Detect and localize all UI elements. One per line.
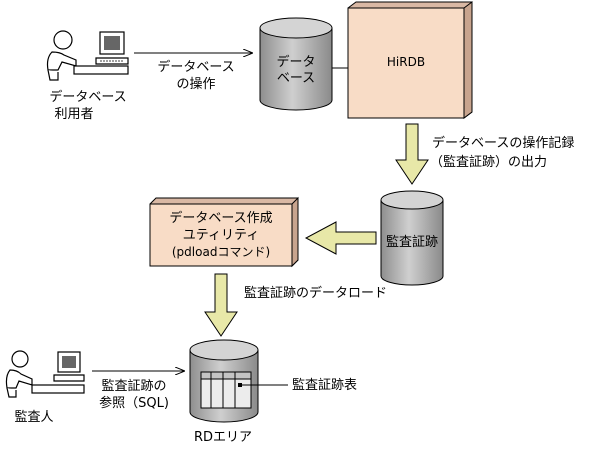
- database-user-label-1: データベース: [49, 89, 126, 105]
- audit-output-label-2: （監査証跡）の出力: [430, 154, 547, 170]
- utility-label-2: ユティリティ: [183, 228, 259, 243]
- audit-ref-label-1: 監査証跡の: [101, 378, 166, 394]
- db-operation-label-2: の操作: [176, 76, 215, 92]
- audit-trail-label: 監査証跡: [386, 234, 438, 250]
- utility-label-3: (pdloadコマンド): [172, 245, 270, 259]
- audit-table-label: 監査証跡表: [292, 377, 357, 393]
- auditor-icon: [5, 350, 85, 398]
- database-label-2: ベース: [277, 71, 315, 86]
- database-cylinder: [259, 17, 333, 111]
- database-label-1: データ: [276, 54, 315, 70]
- audit-table-pointer-dot: [238, 383, 242, 387]
- auditor-label: 監査人: [14, 409, 53, 425]
- audit-trail-table: [200, 371, 252, 409]
- audit-output-arrow: [395, 123, 429, 185]
- audit-ref-label-2: 参照（SQL): [99, 395, 169, 411]
- database-user-label-2: 利用者: [54, 107, 93, 122]
- database-user-icon: [46, 30, 129, 81]
- utility-label-1: データベース作成: [169, 210, 272, 226]
- audit-to-utility-arrow: [304, 221, 377, 255]
- audit-output-label-1: データベースの操作記録: [432, 135, 574, 151]
- db-operation-label-1: データベース: [157, 59, 234, 75]
- audit-load-arrow: [204, 273, 238, 337]
- audit-trail-cylinder: [380, 190, 444, 286]
- hirdb-label: HiRDB: [387, 55, 425, 69]
- audit-load-label: 監査証跡のデータロード: [244, 285, 387, 301]
- hirdb-box: [347, 1, 473, 119]
- rd-area-label: RDエリア: [194, 430, 252, 445]
- utility-box: [149, 196, 299, 268]
